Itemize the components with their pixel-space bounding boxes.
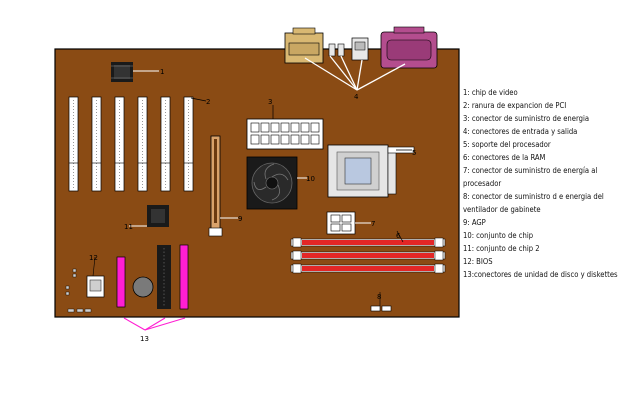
usb-port [337,43,345,57]
cpu-socket [327,144,415,198]
legend: 1: chip de video 2: ranura de expancion … [463,86,635,281]
callout-8: 8 [377,293,381,301]
pci-slot [183,96,194,192]
callout-4: 4 [354,93,359,101]
callout-6: 6 [396,232,401,240]
callout-13: 13 [140,335,149,343]
pci-slot [68,96,79,192]
callout-5: 5 [412,149,416,157]
callout-2: 2 [206,98,210,106]
bios-chip [86,256,105,298]
agp-slot [208,135,238,237]
chipset-2 [129,205,169,227]
callout-3: 3 [268,98,272,106]
legend-item: 12: BIOS [463,257,493,266]
callout-12: 12 [89,254,98,262]
legend-item: 6: conectores de la RAM [463,153,546,162]
legend-item: 9: AGP [463,218,486,227]
callout-1: 1 [160,68,164,76]
legend-item: 4: conectores de entrada y salida [463,127,578,136]
usb-port [328,43,336,57]
legend-item: 13:conectores de unidad de disco y diske… [463,270,618,279]
legend-item: 3: conector de suministro de energia [463,114,590,123]
pci-slot [91,96,102,192]
callout-10: 10 [306,175,315,183]
jumpers [65,268,92,313]
io-ports [284,26,438,69]
chipset-fan [246,156,307,210]
legend-item: 5: soporte del procesador [463,140,551,149]
pci-slot [160,96,171,192]
legend-item: 7: conector de suministro de energía al … [463,166,598,188]
legend-item: 11: conjunto de chip 2 [463,244,540,253]
legend-item: 8: conector de suministro d e energia de… [463,192,604,214]
pci-slot [137,96,148,192]
callout-11: 11 [124,223,133,231]
case-fan-connector [370,292,392,312]
pci-slots [68,96,194,192]
cpu-power-connector [326,211,371,235]
ram-slot [302,266,434,271]
video-chip [111,62,159,82]
callout-7: 7 [371,220,375,228]
ide-connectors [116,244,189,310]
legend-item: 10: conjunto de chip [463,231,534,240]
legend-item: 1: chip de video [463,88,518,97]
atx-power-connector [246,105,324,150]
pci-slot [114,96,125,192]
callout-9: 9 [238,215,242,223]
ram-slots [290,237,446,274]
legend-item: 2: ranura de expancion de PCI [463,101,567,110]
ram-slot [302,253,434,258]
callout-4-lines [304,55,406,91]
ram-slot [302,240,434,245]
cmos-battery [132,276,154,298]
callout-13-lines [123,317,186,331]
